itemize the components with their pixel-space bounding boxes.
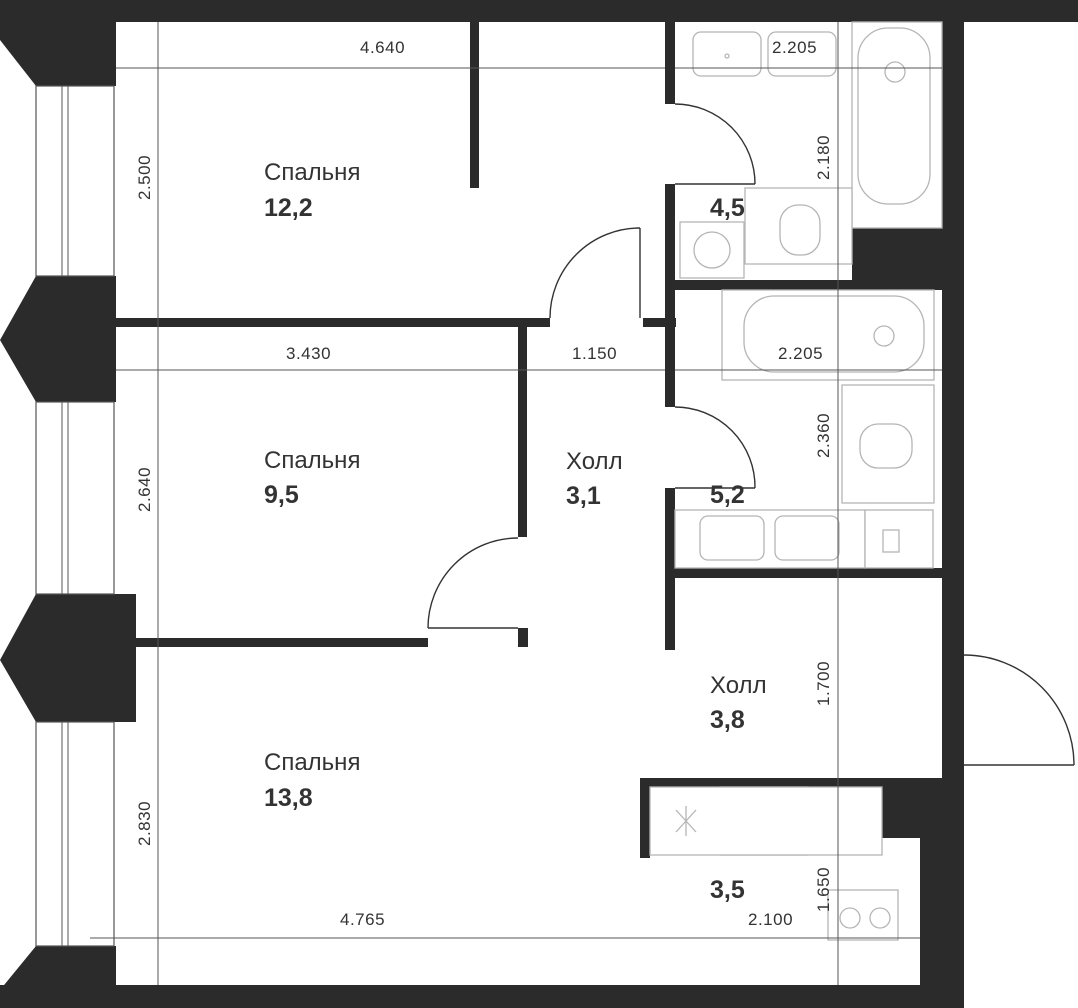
room-area-hall-1: 3,1 (566, 482, 601, 510)
windows (35, 85, 115, 947)
dim-bed3-width: 4.765 (340, 910, 385, 929)
stove-icon (827, 889, 899, 941)
dim-bath1-height: 2.180 (814, 135, 833, 180)
dim-bed2-height: 2.640 (135, 467, 154, 512)
room-area-hall-2: 3,8 (710, 706, 745, 734)
fan-icon (649, 786, 883, 856)
inner-walls (116, 22, 964, 858)
room-name-hall-2: Холл (710, 672, 767, 699)
dim-bath1-width: 2.205 (772, 38, 817, 57)
room-name-hall-1: Холл (566, 448, 623, 475)
room-area-bedroom-1: 12,2 (264, 194, 313, 222)
toilet-icon (841, 384, 935, 504)
doors (427, 103, 1075, 766)
toilet-icon (744, 187, 853, 265)
sink-icon (692, 31, 837, 77)
dim-kitchen-width: 2.100 (748, 910, 793, 929)
dim-bed2-width: 3.430 (286, 344, 331, 363)
room-area-kitchen: 3,5 (710, 876, 745, 904)
room-area-bedroom-2: 9,5 (264, 481, 299, 509)
bathtub-icon (721, 289, 935, 381)
sink-icon (674, 509, 866, 569)
room-area-bathroom-1: 4,5 (710, 194, 745, 222)
dim-kitchen-height: 1.650 (814, 867, 833, 912)
dim-bed3-height: 2.830 (135, 801, 154, 846)
room-name-bedroom-2: Спальня (264, 447, 360, 474)
dimension-lines (90, 22, 942, 985)
dim-bed1-width: 4.640 (360, 38, 405, 57)
bathtub-icon (851, 21, 943, 229)
cleaning-icon (864, 509, 934, 569)
dim-bath2-height: 2.360 (814, 413, 833, 458)
room-area-bedroom-3: 13,8 (264, 784, 313, 812)
dim-corridor-width: 1.150 (572, 344, 617, 363)
dimension-labels: 4.640 2.500 3.430 2.640 1.150 2.205 2.18… (135, 38, 833, 929)
dim-bath2-width: 2.205 (778, 344, 823, 363)
room-name-bedroom-1: Спальня (264, 159, 360, 186)
room-labels: Спальня 12,2 Спальня 9,5 Спальня 13,8 Хо… (264, 159, 767, 904)
dim-hall-height: 1.700 (814, 661, 833, 706)
washing-machine-icon (679, 221, 745, 279)
dim-bed1-height: 2.500 (135, 155, 154, 200)
room-area-bathroom-2: 5,2 (710, 481, 745, 509)
room-name-bedroom-3: Спальня (264, 749, 360, 776)
